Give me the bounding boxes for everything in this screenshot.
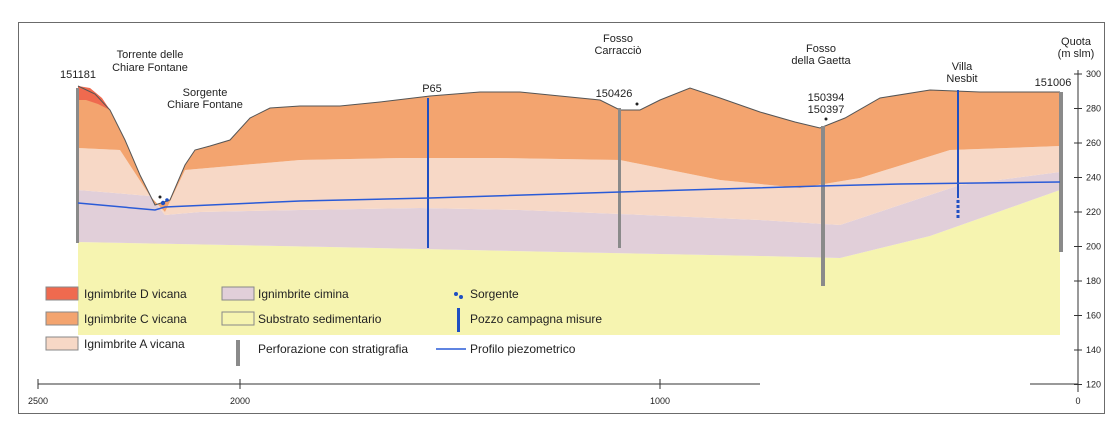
figure-frame — [18, 22, 1105, 414]
layer-ignimbrite-c — [78, 86, 1060, 212]
legend-label-substrato: Substrato sedimentario — [258, 312, 382, 326]
quota-tick-label: 140 — [1086, 345, 1101, 355]
layer-ignimbrite-a — [78, 146, 1060, 225]
quota-tick-label: 260 — [1086, 138, 1101, 148]
label-150426: 150426 — [596, 88, 633, 100]
legend-label-ign-d: Ignimbrite D vicana — [84, 287, 187, 301]
distance-tick-label: 2500 — [28, 396, 48, 406]
distance-tick-label: 2000 — [230, 396, 250, 406]
topographic-profile — [77, 85, 1060, 206]
label-fosso-carraccio-2: Carracciò — [594, 45, 641, 57]
distance-tick-label: 0 — [1075, 396, 1080, 406]
label-quota-1: Quota — [1061, 36, 1092, 48]
distance-axis-ticks: 2500 2000 1000 0 — [28, 379, 1081, 406]
piezometric-profile — [77, 181, 1061, 211]
label-151006: 151006 — [1035, 77, 1072, 89]
legend-label-profilo: Profilo piezometrico — [470, 342, 576, 356]
quota-tick-label: 200 — [1086, 242, 1101, 252]
legend-label-ign-cimina: Ignimbrite cimina — [258, 287, 349, 301]
legend-swatch-sorgente — [454, 292, 463, 299]
layer-ignimbrite-cimina — [78, 172, 1060, 258]
quota-axis-ticks: 300 280 260 240 220 200 180 160 140 120 — [1074, 69, 1101, 390]
label-sorgente-1: Sorgente — [183, 87, 228, 99]
point-150394 — [824, 117, 828, 121]
label-villa-2: Nesbit — [946, 73, 977, 85]
legend-swatch-ign-a — [45, 336, 79, 351]
label-150394: 150394 — [808, 92, 845, 104]
quota-tick-label: 300 — [1086, 69, 1101, 79]
legend-label-ign-c: Ignimbrite C vicana — [84, 312, 187, 326]
label-torrente-2: Chiare Fontane — [112, 62, 188, 74]
label-torrente-1: Torrente delle — [117, 49, 184, 61]
label-sorgente-2: Chiare Fontane — [167, 99, 243, 111]
quota-tick-label: 120 — [1086, 380, 1101, 390]
label-fosso-carraccio-1: Fosso — [603, 33, 633, 45]
quota-tick-label: 160 — [1086, 311, 1101, 321]
legend-swatch-perforazione — [236, 340, 240, 366]
borehole-151181 — [76, 88, 79, 243]
legend: Ignimbrite D vicana Ignimbrite C vicana … — [45, 286, 602, 366]
legend-label-sorgente: Sorgente — [470, 287, 519, 301]
label-villa-1: Villa — [952, 61, 973, 73]
borehole-150426 — [618, 108, 621, 248]
quota-tick-label: 240 — [1086, 173, 1101, 183]
legend-label-pozzo: Pozzo campagna misure — [470, 312, 602, 326]
boreholes — [76, 88, 1063, 286]
quota-tick-label: 280 — [1086, 104, 1101, 114]
legend-label-perforazione: Perforazione con stratigrafia — [258, 342, 408, 356]
label-150397: 150397 — [808, 104, 845, 116]
borehole-151006 — [1059, 92, 1063, 252]
legend-swatch-substrato — [221, 311, 255, 326]
label-151181: 151181 — [60, 69, 96, 81]
quota-tick-label: 180 — [1086, 276, 1101, 286]
legend-swatch-ign-d — [45, 286, 79, 301]
quota-tick-label: 220 — [1086, 207, 1101, 217]
distance-tick-label: 1000 — [650, 396, 670, 406]
point-150426 — [635, 102, 639, 106]
legend-swatch-ign-c — [45, 311, 79, 326]
label-quota-2: (m slm) — [1058, 48, 1095, 60]
label-fosso-gaetta-2: della Gaetta — [791, 55, 851, 67]
legend-label-ign-a: Ignimbrite A vicana — [84, 337, 185, 351]
sorgente-marker — [158, 195, 169, 206]
borehole-150394 — [821, 126, 825, 286]
label-p65: P65 — [422, 83, 442, 95]
layer-substrato — [78, 190, 1060, 335]
layer-ignimbrite-d — [78, 86, 110, 110]
measurement-wells — [427, 90, 960, 248]
legend-swatch-ign-cimina — [221, 286, 255, 301]
label-fosso-gaetta-1: Fosso — [806, 43, 836, 55]
legend-swatch-pozzo — [457, 308, 460, 332]
